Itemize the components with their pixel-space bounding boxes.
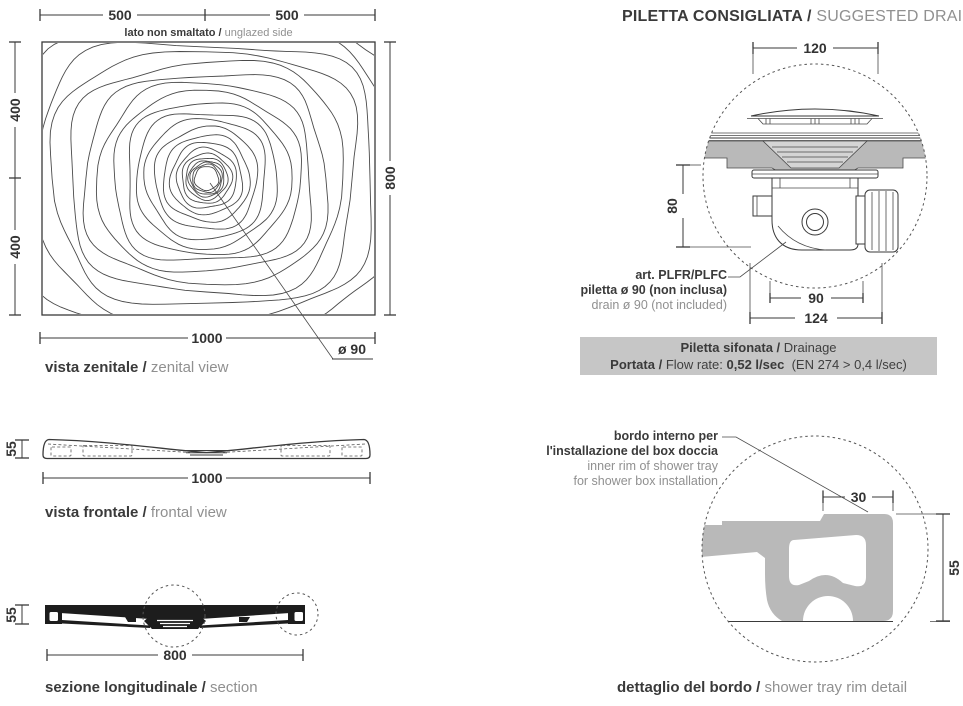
rim-detail-drawing: 30 55 — [701, 435, 962, 663]
page-title-it: PILETTA CONSIGLIATA / — [622, 8, 812, 25]
dim-rim-55: 55 — [896, 513, 962, 622]
page-title-en: SUGGESTED DRAIN — [816, 8, 963, 25]
rim-label-it-2: l'installazione del box doccia — [546, 444, 718, 458]
section-view-drawing: 55 800 — [3, 584, 319, 663]
dim-left-400-400: 400 400 — [7, 41, 23, 316]
dim-drain-120: 120 — [752, 40, 879, 74]
section-caption-it: sezione longitudinale / — [45, 679, 206, 696]
dim-label: 30 — [851, 489, 867, 505]
rim-label-en-2: for shower box installation — [573, 474, 718, 488]
dim-label: 500 — [108, 7, 132, 23]
drainage-line1-bold: Piletta sifonata / — [680, 340, 781, 355]
unglazed-side-note: lato non smaltato / unglazed side — [42, 27, 375, 39]
tray-contour-lines — [43, 43, 374, 314]
dim-label: 120 — [803, 40, 827, 56]
dim-drain-90: 90 — [769, 281, 864, 306]
flow-rate-norm: (EN 274 > 0,4 l/sec) — [791, 357, 907, 372]
flow-rate-value: 0,52 l/sec — [726, 357, 785, 372]
unglazed-note-en: unglazed side — [224, 27, 293, 39]
detail-circle-suggested-drain — [702, 63, 928, 289]
dim-section-55: 55 — [3, 604, 29, 625]
drainage-line1: Piletta sifonata / Drainage — [680, 339, 836, 356]
dim-label: 500 — [275, 7, 299, 23]
drain-diameter-label: ø 90 — [338, 341, 366, 357]
unglazed-note-it: lato non smaltato / — [124, 27, 222, 39]
drainage-line1-rest: Drainage — [783, 340, 837, 355]
art-note-en: drain ø 90 (not included) — [591, 298, 728, 312]
drain-art-label: art. PLFR/PLFC piletta ø 90 (non inclusa… — [580, 268, 727, 313]
zenital-view-drawing: 500 500 400 400 800 1000 — [7, 7, 398, 360]
drain-detail-drawing: 120 80 90 — [664, 40, 928, 326]
detail-circle-rim-zoom — [701, 435, 929, 663]
rim-leader-line — [722, 436, 869, 513]
section-caption: sezione longitudinale / section — [45, 679, 258, 696]
rim-caption-it: dettaglio del bordo / — [617, 679, 761, 696]
rim-caption-en: shower tray rim detail — [764, 679, 908, 696]
dim-label: 400 — [7, 235, 23, 259]
drainage-line2: Portata / Flow rate: 0,52 l/sec (EN 274 … — [610, 356, 907, 373]
dim-rim-30: 30 — [822, 489, 894, 511]
zenital-caption-en: zenital view — [150, 359, 229, 376]
dim-drain-80: 80 — [664, 164, 751, 248]
detail-circle-rim — [275, 592, 319, 636]
flow-rate-label-it: Portata / — [610, 357, 663, 372]
frontal-caption-it: vista frontale / — [45, 504, 147, 521]
dim-label: 55 — [946, 560, 962, 576]
dim-label: 800 — [382, 166, 398, 190]
frontal-caption: vista frontale / frontal view — [45, 504, 227, 521]
page-title: PILETTA CONSIGLIATA / SUGGESTED DRAIN — [622, 8, 963, 26]
dim-bottom-1000: 1000 — [39, 330, 376, 346]
dim-label: 55 — [3, 607, 19, 623]
art-code: art. PLFR/PLFC — [635, 268, 727, 282]
section-caption-en: section — [210, 679, 258, 696]
dim-label: 55 — [3, 441, 19, 457]
dim-label: 1000 — [191, 470, 222, 486]
dim-label: 90 — [808, 290, 824, 306]
frontal-caption-en: frontal view — [150, 504, 227, 521]
drainage-info-box: Piletta sifonata / Drainage Portata / Fl… — [580, 337, 937, 375]
dim-top-500-500: 500 500 — [39, 7, 376, 23]
zenital-caption: vista zenitale / zenital view — [45, 359, 228, 376]
frontal-view-drawing: 55 1000 — [3, 438, 371, 486]
zenital-caption-it: vista zenitale / — [45, 359, 147, 376]
rim-inner-label: bordo interno per l'installazione del bo… — [546, 429, 718, 489]
rim-label-en-1: inner rim of shower tray — [587, 459, 718, 473]
dim-label: 124 — [804, 310, 828, 326]
dim-frontal-55: 55 — [3, 439, 29, 459]
dim-drain-124: 124 — [749, 263, 883, 326]
art-note-it: piletta ø 90 (non inclusa) — [580, 283, 727, 297]
dim-label: 80 — [664, 198, 680, 214]
dim-section-800: 800 — [46, 647, 304, 663]
dim-label: 800 — [163, 647, 187, 663]
rim-label-it-1: bordo interno per — [613, 429, 718, 443]
dim-label: 1000 — [191, 330, 222, 346]
art-leader-line — [728, 241, 787, 278]
rim-caption: dettaglio del bordo / shower tray rim de… — [617, 679, 907, 696]
detail-circle-drain — [142, 584, 206, 648]
dim-right-800: 800 — [382, 41, 398, 316]
flow-rate-label-en: Flow rate: — [665, 357, 723, 372]
dim-label: 400 — [7, 98, 23, 122]
dim-frontal-1000: 1000 — [42, 470, 371, 486]
